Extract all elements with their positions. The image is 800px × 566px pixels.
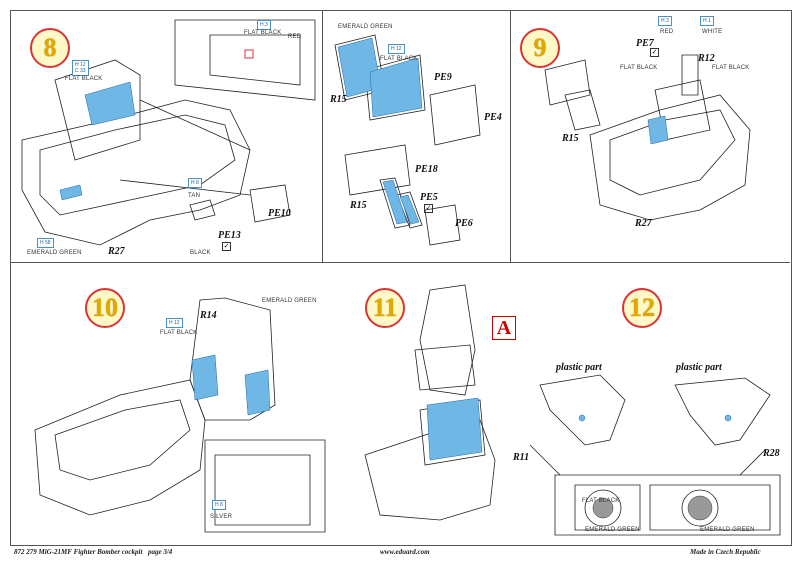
checkbox-pe7[interactable]: ✓ — [650, 48, 659, 57]
paint-code: H 3 — [260, 22, 268, 28]
color-note-red-2: RED — [660, 29, 674, 35]
step-12-number: 12 — [622, 288, 662, 328]
footer-product: 872 279 MiG-21MF Fighter Bomber cockpit — [14, 548, 143, 556]
color-note-emerald-green-2: EMERALD GREEN — [338, 24, 393, 30]
color-note-flat-black-2: FLAT BLACK — [244, 30, 282, 36]
color-note-emerald-green-3: EMERALD GREEN — [262, 298, 317, 304]
part-label-pe5: PE5 — [420, 192, 438, 203]
color-note-black: BLACK — [190, 250, 211, 256]
checkbox-pe13[interactable]: ✓ — [222, 242, 231, 251]
part-label-r27-b: R27 — [635, 218, 652, 229]
footer-page: page 3/4 — [148, 548, 173, 556]
color-note-flat-black-7: FLAT BLACK — [582, 498, 620, 504]
step-8-number: 8 — [30, 28, 70, 68]
paint-chip-h3: H 3 — [257, 20, 271, 30]
paint-code: H 12 — [391, 46, 402, 52]
part-label-pe10: PE10 — [268, 208, 291, 219]
color-note-red: RED — [288, 34, 302, 40]
part-label-pe18: PE18 — [415, 164, 438, 175]
step-10-number: 10 — [85, 288, 125, 328]
color-note-emerald-green-4: EMERALD GREEN — [585, 527, 640, 533]
paint-code: H 58 — [40, 240, 51, 246]
paint-code: H 1 — [703, 18, 711, 24]
color-note-flat-black-6: FLAT BLACK — [160, 330, 198, 336]
part-label-r11: R11 — [513, 452, 530, 463]
color-note-emerald-green: EMERALD GREEN — [27, 250, 82, 256]
color-note-silver: SILVER — [210, 514, 233, 520]
color-note-flat-black-5: FLAT BLACK — [712, 65, 750, 71]
part-label-r27: R27 — [108, 246, 125, 257]
paint-chip-h3-b: H 3 — [658, 16, 672, 26]
part-label-pe9: PE9 — [434, 72, 452, 83]
color-note-tan: TAN — [188, 193, 201, 199]
part-label-r15-b: R15 — [350, 200, 367, 211]
paint-chip-h12-b: H 12 — [388, 44, 405, 54]
paint-code: H 3 — [661, 18, 669, 24]
part-label-pe7: PE7 — [636, 38, 654, 49]
part-label-pe13: PE13 — [218, 230, 241, 241]
paint-code: H 12 — [169, 320, 180, 326]
paint-code: H 8 — [191, 180, 199, 186]
part-label-pe4: PE4 — [484, 112, 502, 123]
part-label-r28: R28 — [763, 448, 780, 459]
instruction-sheet-frame — [10, 10, 792, 546]
color-note-flat-black-4: FLAT BLACK — [620, 65, 658, 71]
footer-url[interactable]: www.eduard.com — [380, 548, 430, 556]
step-9-number: 9 — [520, 28, 560, 68]
seat-reference-marker: A — [492, 316, 516, 340]
paint-code: H 8 — [215, 502, 223, 508]
horizontal-divider — [10, 262, 790, 263]
paint-code: C 33 — [75, 68, 86, 74]
color-note-flat-black: FLAT BLACK — [65, 76, 103, 82]
plastic-part-label-1: plastic part — [556, 362, 602, 373]
color-note-white: WHITE — [702, 29, 723, 35]
color-note-emerald-green-5: EMERALD GREEN — [700, 527, 755, 533]
paint-chip-h1: H 1 — [700, 16, 714, 26]
paint-chip-h58: H 58 — [37, 238, 54, 248]
divider-b — [510, 10, 511, 262]
part-label-r14: R14 — [200, 310, 217, 321]
part-label-r12: R12 — [698, 53, 715, 64]
footer-made-in: Made in Czech Republic — [690, 548, 761, 556]
paint-chip-h8: H 8 — [212, 500, 226, 510]
paint-chip-h12-c: H 12 — [166, 318, 183, 328]
color-note-flat-black-3: FLAT BLACK — [380, 56, 418, 62]
part-label-pe6: PE6 — [455, 218, 473, 229]
step-11-number: 11 — [365, 288, 405, 328]
divider-a — [322, 10, 323, 262]
checkbox-pe5[interactable]: ✓ — [424, 204, 433, 213]
paint-chip-tan: H 8 — [188, 178, 202, 188]
paint-code: H 12 — [75, 62, 86, 68]
plastic-part-label-2: plastic part — [676, 362, 722, 373]
part-label-r15-c: R15 — [562, 133, 579, 144]
part-label-r15: R15 — [330, 94, 347, 105]
